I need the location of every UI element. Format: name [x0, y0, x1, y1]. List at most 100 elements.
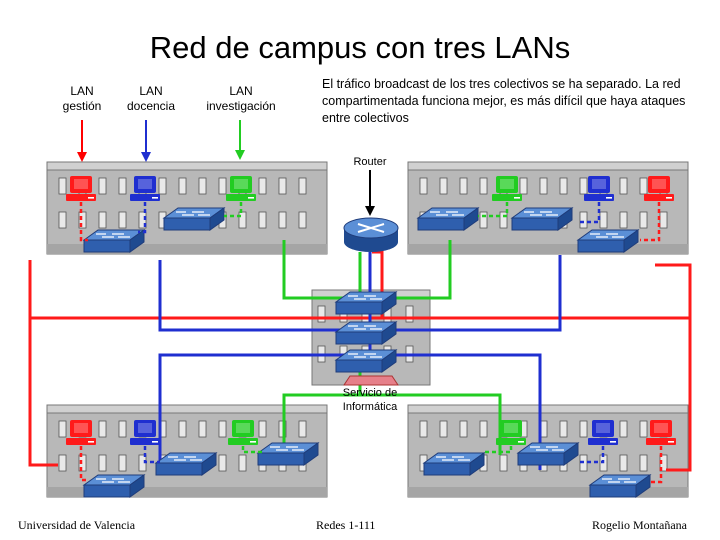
- pc-icon: [66, 420, 96, 445]
- switch-icon: [335, 321, 397, 345]
- window: [539, 177, 548, 195]
- switch-icon: [163, 207, 225, 231]
- window: [258, 177, 267, 195]
- pc-icon: [130, 176, 160, 201]
- switch-icon: [577, 229, 639, 253]
- pc-icon: [584, 176, 614, 201]
- window: [278, 177, 287, 195]
- pc-icon: [646, 420, 676, 445]
- lan-label-investigacion: LAN investigación: [196, 84, 286, 114]
- pc-icon: [226, 176, 256, 201]
- footer-right: Rogelio Montañana: [592, 518, 687, 532]
- pc-icon: [588, 420, 618, 445]
- lan-arrows: [77, 120, 375, 216]
- window: [98, 211, 107, 229]
- pc-icon: [66, 176, 96, 201]
- window: [198, 177, 207, 195]
- si-label-line: Informática: [342, 401, 398, 413]
- window: [419, 177, 428, 195]
- switch-icon: [589, 474, 651, 498]
- window: [198, 420, 207, 438]
- window: [479, 211, 488, 229]
- pc-icon: [228, 420, 258, 445]
- window: [298, 177, 307, 195]
- cable-blue: [370, 255, 562, 332]
- window: [639, 454, 648, 472]
- switch-icon: [335, 349, 397, 373]
- lan-label-line: docencia: [126, 99, 176, 113]
- switch-icon: [83, 474, 145, 498]
- window: [619, 454, 628, 472]
- lan-label-docencia: LAN docencia: [116, 84, 186, 114]
- si-pedestal: [343, 375, 399, 386]
- window: [459, 177, 468, 195]
- window: [559, 177, 568, 195]
- window: [118, 211, 127, 229]
- switch-icon: [335, 291, 397, 315]
- window: [218, 177, 227, 195]
- window: [298, 211, 307, 229]
- window: [278, 211, 287, 229]
- cable-green: [282, 352, 362, 455]
- footer-center: Redes 1-111: [316, 518, 376, 532]
- window: [98, 177, 107, 195]
- pc-links: [79, 202, 663, 484]
- window: [58, 211, 67, 229]
- window: [218, 420, 227, 438]
- window: [258, 211, 267, 229]
- lan-label-gestion: LAN gestión: [52, 84, 112, 114]
- lan-label-line: LAN: [229, 84, 253, 98]
- cable-blue: [158, 340, 372, 470]
- window: [619, 211, 628, 229]
- window: [639, 420, 648, 438]
- cable-blue: [158, 252, 372, 332]
- lan-cables: [28, 240, 692, 472]
- window: [298, 420, 307, 438]
- switch-icon: [423, 452, 485, 476]
- window: [317, 305, 326, 323]
- switch-icon: [417, 207, 479, 231]
- si-label-line: Servicio de: [342, 387, 398, 399]
- window: [218, 454, 227, 472]
- window: [178, 420, 187, 438]
- window: [58, 454, 67, 472]
- switch-icon: [511, 207, 573, 231]
- window: [58, 177, 67, 195]
- window: [479, 420, 488, 438]
- window: [238, 211, 247, 229]
- window: [639, 211, 648, 229]
- window: [439, 420, 448, 438]
- window: [499, 454, 508, 472]
- switch-icon: [257, 442, 319, 466]
- lan-label-line: investigación: [206, 99, 276, 113]
- window: [58, 420, 67, 438]
- footer-left: Universidad de Valencia: [18, 518, 136, 532]
- window: [238, 454, 247, 472]
- lan-label-line: LAN: [70, 84, 94, 98]
- window: [439, 177, 448, 195]
- pc-icon: [644, 176, 674, 201]
- window: [659, 211, 668, 229]
- window: [178, 177, 187, 195]
- cable-red: [28, 250, 384, 467]
- si-label: Servicio de Informática: [328, 386, 412, 414]
- switch-icon: [83, 229, 145, 253]
- cable-red: [655, 263, 692, 318]
- window: [405, 305, 414, 323]
- pc-icon: [130, 420, 160, 445]
- lan-label-line: gestión: [62, 99, 102, 113]
- window: [98, 420, 107, 438]
- cable-blue: [370, 353, 542, 470]
- window: [499, 211, 508, 229]
- page-title: Red de campus con tres LANs: [149, 30, 571, 65]
- window: [559, 420, 568, 438]
- window: [519, 177, 528, 195]
- window: [118, 177, 127, 195]
- pc-icon: [492, 176, 522, 201]
- window: [619, 420, 628, 438]
- window: [479, 177, 488, 195]
- window: [158, 177, 167, 195]
- window: [258, 420, 267, 438]
- pc-icon: [496, 420, 526, 445]
